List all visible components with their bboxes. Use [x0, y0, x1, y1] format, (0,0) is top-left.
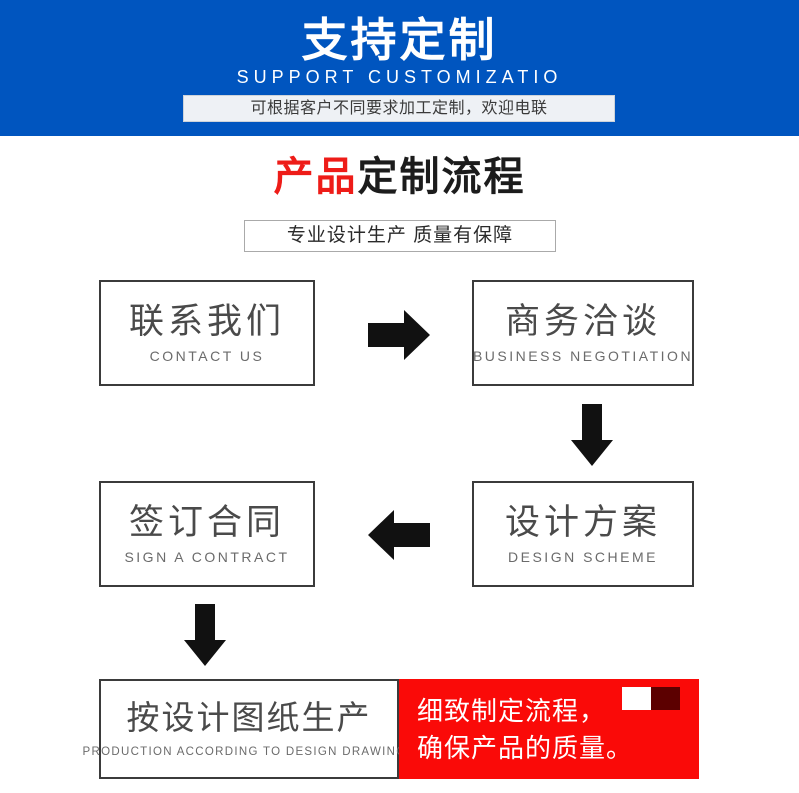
highlight-line-2: 确保产品的质量。 [417, 733, 634, 763]
flow-step-label-cn: 签订合同 [128, 503, 285, 542]
flow-step-label-cn: 设计方案 [504, 503, 661, 542]
highlight-line-1: 细致制定流程， [417, 696, 607, 726]
banner-title-cn: 支持定制 [301, 14, 498, 66]
flow-step-label-cn: 商务洽谈 [504, 302, 661, 341]
highlight-text: 细致制定流程， 确保产品的质量。 [417, 693, 633, 767]
highlight-panel: 细致制定流程， 确保产品的质量。 [399, 679, 699, 779]
banner-pill-text: 可根据客户不同要求加工定制，欢迎电联 [250, 99, 548, 117]
flow-step-label-en: DESIGN SCHEME [508, 549, 658, 565]
flow-step-label-en: BUSINESS NEGOTIATION [472, 348, 694, 364]
swatch-light-icon [622, 687, 651, 710]
section-subtitle-text: 专业设计生产 质量有保障 [286, 225, 514, 246]
flow-step-business-negotiation[interactable]: 商务洽谈 BUSINESS NEGOTIATION [472, 280, 694, 386]
header-banner: 支持定制 SUPPORT CUSTOMIZATIO 可根据客户不同要求加工定制，… [0, 0, 799, 136]
flow-step-production[interactable]: 按设计图纸生产 PRODUCTION ACCORDING TO DESIGN D… [83, 679, 414, 779]
arrow-down-icon [571, 404, 613, 466]
flow-step-label-cn: 联系我们 [128, 302, 285, 341]
arrow-down-icon [184, 604, 226, 666]
banner-pill: 可根据客户不同要求加工定制，欢迎电联 [183, 95, 615, 122]
banner-title-en: SUPPORT CUSTOMIZATIO [236, 67, 563, 87]
flow-step-label-en: PRODUCTION ACCORDING TO DESIGN DRAWINGS [82, 746, 416, 758]
flow-step-label-en: CONTACT US [149, 348, 265, 364]
swatch-dark-icon [651, 687, 680, 710]
section-subtitle-box: 专业设计生产 质量有保障 [244, 220, 556, 252]
section-title-highlight: 产品 [273, 155, 358, 199]
flow-step-design-scheme[interactable]: 设计方案 DESIGN SCHEME [472, 481, 694, 587]
flow-step-sign-contract[interactable]: 签订合同 SIGN A CONTRACT [99, 481, 315, 587]
section-title: 产品定制流程 [0, 152, 799, 202]
flow-step-label-en: SIGN A CONTRACT [124, 549, 290, 565]
section-title-rest: 定制流程 [357, 155, 526, 199]
arrow-left-icon [368, 508, 430, 562]
arrow-right-icon [368, 308, 430, 362]
flow-step-label-cn: 按设计图纸生产 [126, 699, 372, 736]
flow-step-contact-us[interactable]: 联系我们 CONTACT US [99, 280, 315, 386]
